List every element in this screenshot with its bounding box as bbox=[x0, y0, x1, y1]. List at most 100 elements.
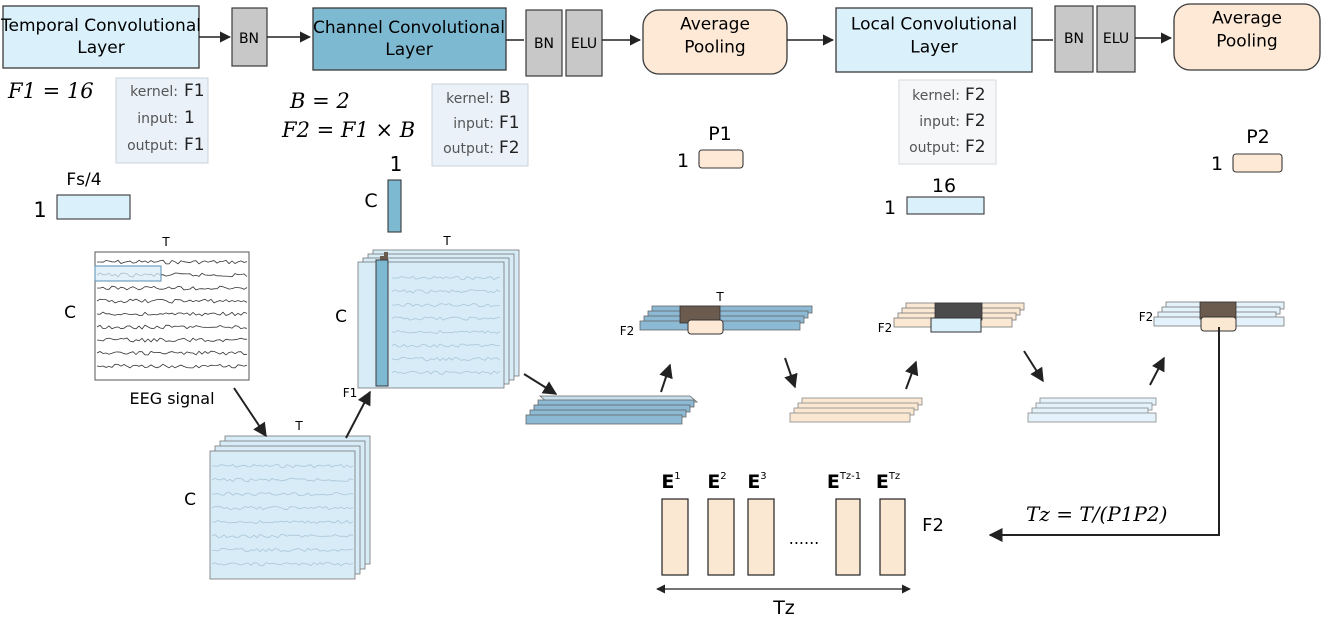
signal-trace bbox=[391, 302, 501, 308]
kernel-box bbox=[56, 194, 131, 220]
label-line: Layer bbox=[910, 38, 957, 58]
signal-trace bbox=[391, 316, 501, 321]
spec-key: kernel: bbox=[912, 88, 960, 104]
feature-layer bbox=[209, 450, 356, 580]
signal-trace bbox=[391, 356, 501, 362]
spec-box bbox=[115, 77, 209, 164]
embedding-label-sup: 1 bbox=[674, 471, 680, 482]
signal-trace bbox=[96, 363, 248, 369]
pooled-slab-3 bbox=[1027, 397, 1157, 423]
slab-f2-label: F2 bbox=[620, 324, 635, 338]
spec-key: kernel: bbox=[130, 84, 178, 100]
spec-value: F2 bbox=[499, 138, 520, 158]
signal-trace bbox=[96, 298, 248, 304]
kernel-local: 16 1 bbox=[884, 175, 985, 219]
signal-trace bbox=[212, 463, 354, 469]
kernel-pool-1: P1 1 bbox=[677, 123, 744, 172]
spec-box bbox=[431, 83, 529, 167]
slab-f2-label: F2 bbox=[878, 321, 893, 335]
embedding-label-sup: Tz bbox=[888, 471, 900, 482]
spec-value: F1 bbox=[184, 135, 205, 155]
label-line: Channel Convolutional bbox=[313, 18, 505, 38]
elu-label-1: ELU bbox=[571, 36, 597, 52]
kernel-channel: 1 C bbox=[364, 152, 403, 233]
local-slab-1: T F2 bbox=[620, 290, 813, 338]
signal-trace bbox=[96, 350, 248, 356]
spec-value: F1 bbox=[499, 113, 520, 133]
embedding-label: ETz-1 bbox=[827, 471, 861, 493]
spec-key: output: bbox=[443, 141, 494, 157]
signal-trace bbox=[211, 519, 354, 524]
embedding-bar bbox=[835, 498, 861, 576]
signal-trace bbox=[96, 337, 247, 343]
kernel-temporal: Fs/4 1 bbox=[33, 170, 131, 222]
spec-key: input: bbox=[137, 111, 178, 127]
tz-label: Tz bbox=[772, 597, 795, 619]
signal-trace bbox=[391, 329, 501, 334]
bn-box-1 bbox=[231, 7, 268, 67]
channel-conv-box bbox=[312, 7, 507, 71]
embedding-label: E3 bbox=[747, 471, 766, 493]
signal-trace bbox=[392, 275, 501, 281]
kernel-box bbox=[387, 179, 402, 233]
spec-key: kernel: bbox=[446, 91, 494, 107]
embedding-bar bbox=[879, 498, 906, 576]
signal-trace bbox=[211, 477, 354, 483]
label-line: Layer bbox=[77, 38, 124, 58]
stack-c-label: C bbox=[335, 307, 347, 327]
kernel-width-label: 16 bbox=[932, 175, 956, 197]
label-line: Pooling bbox=[684, 38, 745, 58]
eeg-signal-label: EEG signal bbox=[129, 389, 214, 408]
tz-equation: Tz = T/(P1P2) bbox=[1026, 502, 1167, 526]
embedding-f2-label: F2 bbox=[922, 515, 944, 536]
ellipsis: ...... bbox=[789, 529, 820, 548]
signal-trace bbox=[211, 561, 354, 567]
kernel-box bbox=[1232, 153, 1283, 173]
elu-box-2 bbox=[1096, 5, 1136, 73]
embedding-label: E2 bbox=[707, 471, 726, 493]
kernel-height-label: 1 bbox=[884, 197, 896, 219]
local-slab-2: F2 bbox=[878, 302, 1025, 335]
kernel-pool-2: P2 1 bbox=[1211, 126, 1283, 175]
spec-value: F2 bbox=[965, 111, 986, 131]
embedding-label: E1 bbox=[661, 471, 680, 493]
spec-box bbox=[898, 79, 997, 165]
signal-trace bbox=[211, 547, 354, 553]
eeg-c-label: C bbox=[64, 303, 76, 323]
kernel-width-label: 1 bbox=[390, 152, 403, 176]
signal-trace bbox=[211, 491, 354, 497]
stack-c-label: C bbox=[184, 490, 196, 510]
elu-box-1 bbox=[565, 9, 603, 77]
spec-value: B bbox=[499, 88, 511, 108]
avg-pool-box-1 bbox=[642, 9, 788, 75]
temporal-feature-stack: T C bbox=[184, 419, 371, 580]
signal-trace bbox=[97, 259, 248, 265]
avg-pool-box-2 bbox=[1173, 3, 1321, 71]
temporal-kernel-window bbox=[94, 265, 162, 282]
kernel-box bbox=[698, 149, 744, 169]
channel-kernel-column bbox=[375, 259, 389, 387]
pooled-slab-1 bbox=[525, 395, 699, 425]
spec-value: 1 bbox=[184, 108, 195, 128]
kernel-box bbox=[906, 196, 985, 215]
b-equation: B = 2 bbox=[289, 89, 350, 113]
temporal-conv-box bbox=[2, 5, 200, 69]
embedding-bar bbox=[661, 498, 689, 576]
bn-box-2 bbox=[525, 9, 563, 77]
spec-value: F2 bbox=[965, 85, 986, 105]
final-slab: F2 bbox=[1139, 301, 1285, 332]
stack-f1-label: F1 bbox=[343, 386, 358, 400]
spec-value: F1 bbox=[184, 81, 205, 101]
kernel-width-label: Fs/4 bbox=[66, 170, 101, 190]
